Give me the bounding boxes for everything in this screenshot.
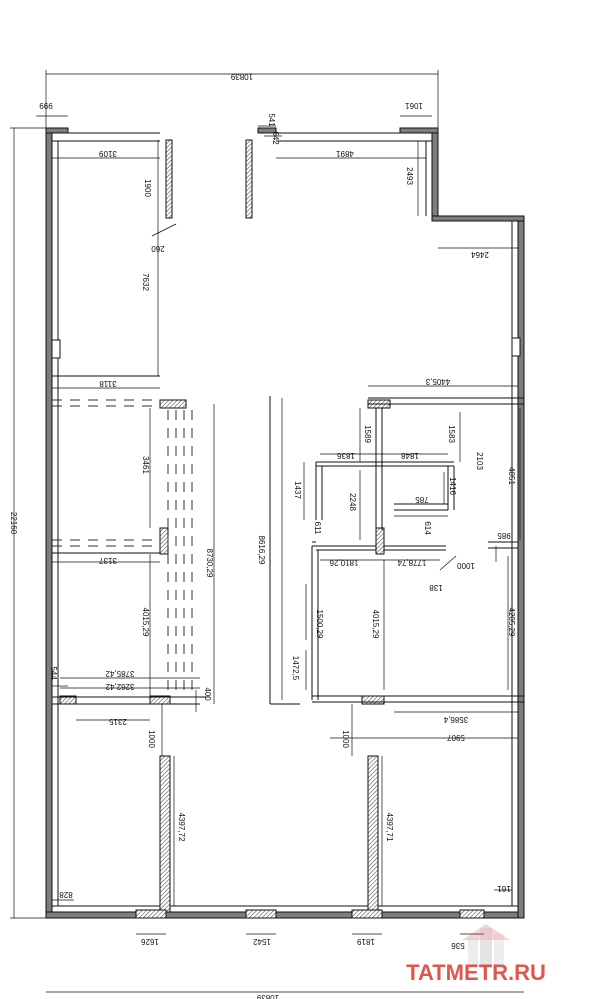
dim-room-upper-w: 3118 [99,379,117,388]
dim-center-h: 8616,29 [257,536,266,565]
dim-bottom-c: 1819 [357,937,375,946]
dim-top-right-seg: 4891 [336,149,354,158]
dim-room-4015: 4015,29 [371,610,380,639]
dim-left-low-a: 3785,42 [105,669,134,678]
dim-bottom-b: 1542 [253,937,271,946]
dim-right-door: 1000 [341,730,350,748]
dim-corner-br: 161 [497,884,511,893]
dim-left-upper: 7632 [141,273,150,291]
outer-walls [45,127,525,919]
dim-left-total: 22160 [9,512,18,535]
dim-left-low-b: 3262,42 [105,682,134,691]
dim-left-stub-thick: 260 [151,244,165,253]
dim-right-upper: 2493 [405,167,414,185]
dim-top-corner-left: 999 [39,101,53,110]
dim-door-400: 400 [203,687,212,701]
dim-room-1810: 1810,26 [329,558,358,567]
dim-bottom-a: 1626 [141,937,159,946]
dim-left-door: 1000 [147,730,156,748]
dim-bottom-total: 10839 [256,993,279,999]
dim-room-4205: 4205,29 [507,608,516,637]
dim-room-inner-h: 2248 [348,493,357,511]
dim-left-low-c: 544 [49,666,58,680]
dim-left-stub: 1900 [143,179,152,197]
dimension-labels: 10839 22160 10839 999 1061 541 642 3109 … [9,72,516,999]
dim-left-opening: 2315 [109,717,127,726]
dim-wall-614: 614 [423,521,432,535]
dim-column-lower: 4015,29 [141,608,150,637]
dim-wall-611: 611 [313,522,322,535]
dim-door-1000: 1000 [457,561,475,570]
dim-wall-985: 985 [497,531,511,540]
watermark-logo-icon [462,924,510,968]
dim-room-inner-small: 1416 [448,477,457,495]
dim-corridor-h: 8730,29 [205,549,214,578]
top-wall-lines [52,132,518,907]
watermark: TATMETR.RU [406,924,546,985]
dim-room-a-w: 1836 [337,451,355,460]
dim-top-total: 10839 [230,72,253,81]
dim-top-left-seg: 3109 [99,149,117,158]
dim-corner-bl: 828 [59,890,73,899]
dim-right-width-top: 4405,3 [425,377,450,386]
dim-col-right-h: 4397,71 [385,813,394,842]
dim-bottom-d: 536 [451,941,465,950]
dim-top-corner-right: 1061 [405,101,423,110]
dim-door-541: 541 [267,113,276,127]
dashed-lines [52,399,193,690]
dim-door-642: 642 [271,131,280,145]
dim-room-1472: 1472,5 [291,656,300,681]
dim-col-left-h: 4397,72 [177,813,186,842]
dim-room-b-h: 1583 [447,425,456,443]
partition-stubs [59,139,485,919]
dim-room-mid-h: 3461 [141,456,150,474]
dim-room-left-h: 1437 [293,481,302,499]
window-markers [51,337,521,359]
dim-room-b-w: 1848 [401,451,419,460]
dim-wall-138: 138 [429,583,443,592]
interior-lines [52,375,524,705]
dim-right-mid: 3586,4 [443,715,468,724]
dim-room-a-h: 1589 [363,425,372,443]
dim-right-lower: 2464 [471,250,489,259]
watermark-text: TATMETR.RU [406,960,546,985]
dim-room-1500: 1500,29 [315,610,324,639]
dimension-lines [10,70,524,993]
dim-door-785: 785 [415,495,429,504]
dim-room-c-w: 2103 [475,452,484,470]
dim-right-opening: 5907 [447,733,465,742]
dim-room-right-h: 4051 [507,467,516,485]
dim-room-1778: 1778,74 [397,558,426,567]
dim-room-mid-w: 3137 [99,556,117,565]
